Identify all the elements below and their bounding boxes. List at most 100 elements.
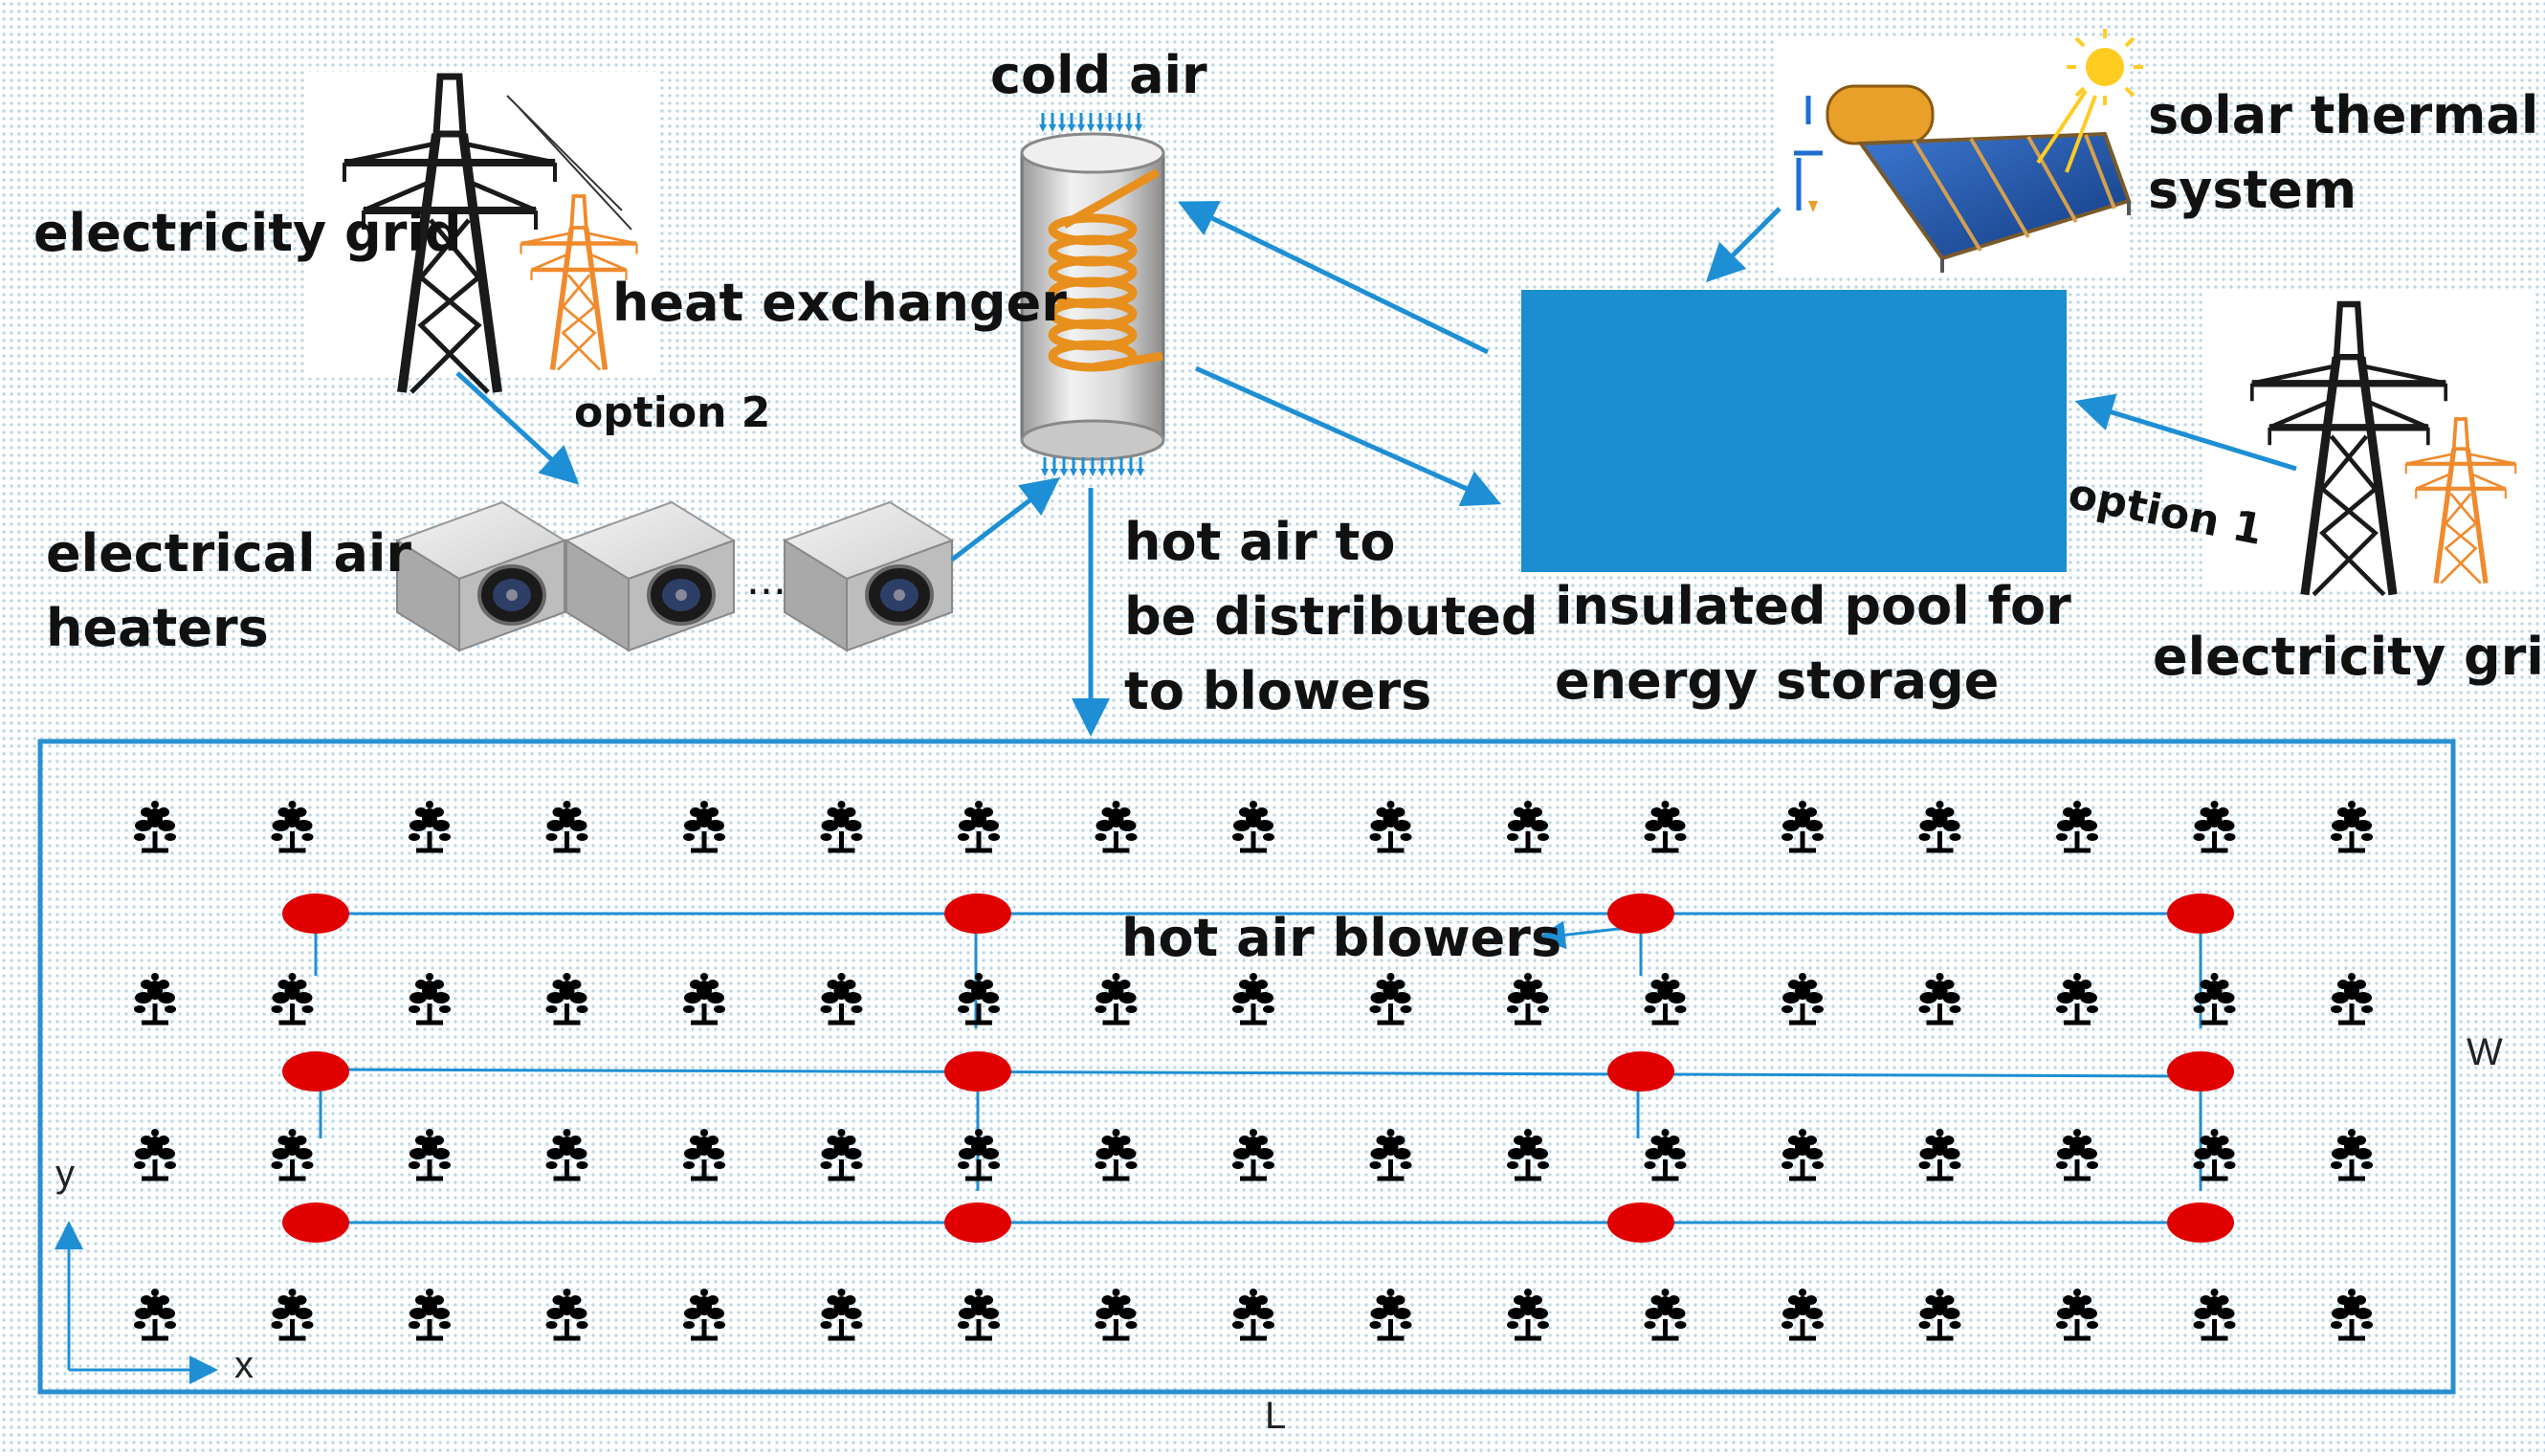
- plant-icon: [2056, 973, 2098, 1023]
- plant-icon: [272, 973, 314, 1023]
- plant-icon: [958, 1129, 1000, 1179]
- axes: [55, 1221, 218, 1384]
- plant-icon: [821, 1129, 863, 1179]
- plant-icon: [409, 973, 451, 1023]
- plant-icon: [134, 1289, 176, 1338]
- plant-icon: [821, 1289, 863, 1338]
- plant-icon: [1232, 973, 1274, 1023]
- plant-icon: [546, 1289, 588, 1338]
- plant-icon: [1370, 1129, 1412, 1179]
- plant-icon: [683, 1129, 725, 1179]
- plant-icon: [1919, 973, 1961, 1023]
- plant-icon: [1232, 1289, 1274, 1338]
- plant-icon: [1370, 973, 1412, 1023]
- arrow-exchanger-to-pool: [1194, 365, 1502, 507]
- plant-icon: [1645, 973, 1687, 1023]
- arrow-solar-to-pool: [1705, 207, 1782, 283]
- sun-icon: [2086, 48, 2124, 86]
- arrow-blower-label: [1537, 920, 1627, 950]
- plant-icon: [683, 801, 725, 850]
- arrow-pool-to-exchanger: [1178, 201, 1490, 355]
- plant-icon: [2056, 1129, 2098, 1179]
- solar-thermal-image: [1775, 29, 2143, 277]
- plant-icon: [821, 801, 863, 850]
- plant-icon: [272, 1129, 314, 1179]
- hot-air-line1: hot air to: [1124, 512, 1396, 572]
- plant-icon: [409, 1289, 451, 1338]
- plant-icon: [683, 973, 725, 1023]
- heat-exchanger-label: heat exchanger: [612, 273, 1067, 333]
- width-dimension-label: W: [2467, 1031, 2503, 1073]
- plant-icon: [1919, 1129, 1961, 1179]
- hot-air-blower: [282, 893, 349, 934]
- plant-icon: [821, 973, 863, 1023]
- solar-thermal-line2: system: [2148, 160, 2357, 220]
- air-heater-icon: [783, 500, 954, 652]
- plant-icon: [1507, 801, 1549, 850]
- electricity-grid-right-image: [2205, 292, 2535, 595]
- length-dimension-label: L: [1265, 1395, 1287, 1437]
- plant-icon: [958, 973, 1000, 1023]
- plant-icon: [1232, 1129, 1274, 1179]
- cold-air-arrows-icon: [1037, 111, 1144, 134]
- plant-icon: [1782, 973, 1824, 1023]
- cold-air-label: cold air: [990, 45, 1207, 105]
- hot-air-blower: [2167, 1051, 2234, 1092]
- hot-air-blower: [282, 1051, 349, 1092]
- hot-air-blower: [2167, 1202, 2234, 1243]
- hot-air-blower: [2167, 893, 2234, 934]
- plant-icon: [1370, 1289, 1412, 1338]
- air-heater-icon: [395, 500, 566, 652]
- electrical-air-heaters-line2: heaters: [46, 598, 269, 658]
- x-axis-label: x: [234, 1344, 254, 1386]
- plant-icon: [134, 1129, 176, 1179]
- hot-air-blower: [1607, 893, 1674, 934]
- plant-icon: [683, 1289, 725, 1338]
- arrow-grid-to-heaters: [455, 371, 580, 485]
- greenhouse-field: [37, 739, 2456, 1395]
- plant-icon: [2194, 1289, 2236, 1338]
- plant-icon: [134, 801, 176, 850]
- plant-icon: [272, 801, 314, 850]
- electricity-grid-left-image: [306, 72, 660, 392]
- plant-icon: [2331, 1289, 2373, 1338]
- electrical-air-heaters-image: [395, 500, 954, 652]
- plant-icon: [1782, 801, 1824, 850]
- arrow-grid-to-pool: [2074, 393, 2297, 472]
- insulated-pool-box: [1521, 290, 2067, 572]
- hot-air-arrows-icon: [1039, 455, 1146, 478]
- plant-icon: [1507, 1129, 1549, 1179]
- plant-icon: [2056, 1289, 2098, 1338]
- flow-arrows: [455, 201, 2297, 737]
- hot-air-blower: [1607, 1051, 1674, 1092]
- plant-icon: [1370, 801, 1412, 850]
- plant-icon: [1095, 801, 1138, 850]
- insulated-pool-line2: energy storage: [1555, 651, 2000, 711]
- hot-air-blowers-label: hot air blowers: [1121, 908, 1562, 968]
- electricity-grid-left-label: electricity grid: [33, 203, 462, 263]
- plant-icon: [409, 801, 451, 850]
- plant-icon: [134, 973, 176, 1023]
- plant-icon: [1782, 1129, 1824, 1179]
- blower-pipes: [314, 912, 2202, 1224]
- plant-icon: [1645, 801, 1687, 850]
- plant-icon: [546, 801, 588, 850]
- plant-icon: [409, 1129, 451, 1179]
- air-heater-icon: [564, 500, 736, 652]
- plant-icon: [2331, 973, 2373, 1023]
- plant-icon: [1507, 1289, 1549, 1338]
- solar-thermal-line1: solar thermal: [2148, 85, 2539, 145]
- hot-air-blower: [282, 1202, 349, 1243]
- plant-icon: [958, 1289, 1000, 1338]
- plant-icon: [958, 801, 1000, 850]
- hot-air-line3: to blowers: [1124, 661, 1432, 721]
- arrow-heaters-to-exchanger: [950, 476, 1060, 562]
- heater-ellipsis: ...: [746, 556, 786, 605]
- plant-icon: [1645, 1289, 1687, 1338]
- plant-icon: [2331, 1129, 2373, 1179]
- plant-icon: [546, 1129, 588, 1179]
- hot-air-blower: [944, 1202, 1011, 1243]
- plant-icon: [2056, 801, 2098, 850]
- plant-icon: [1919, 1289, 1961, 1338]
